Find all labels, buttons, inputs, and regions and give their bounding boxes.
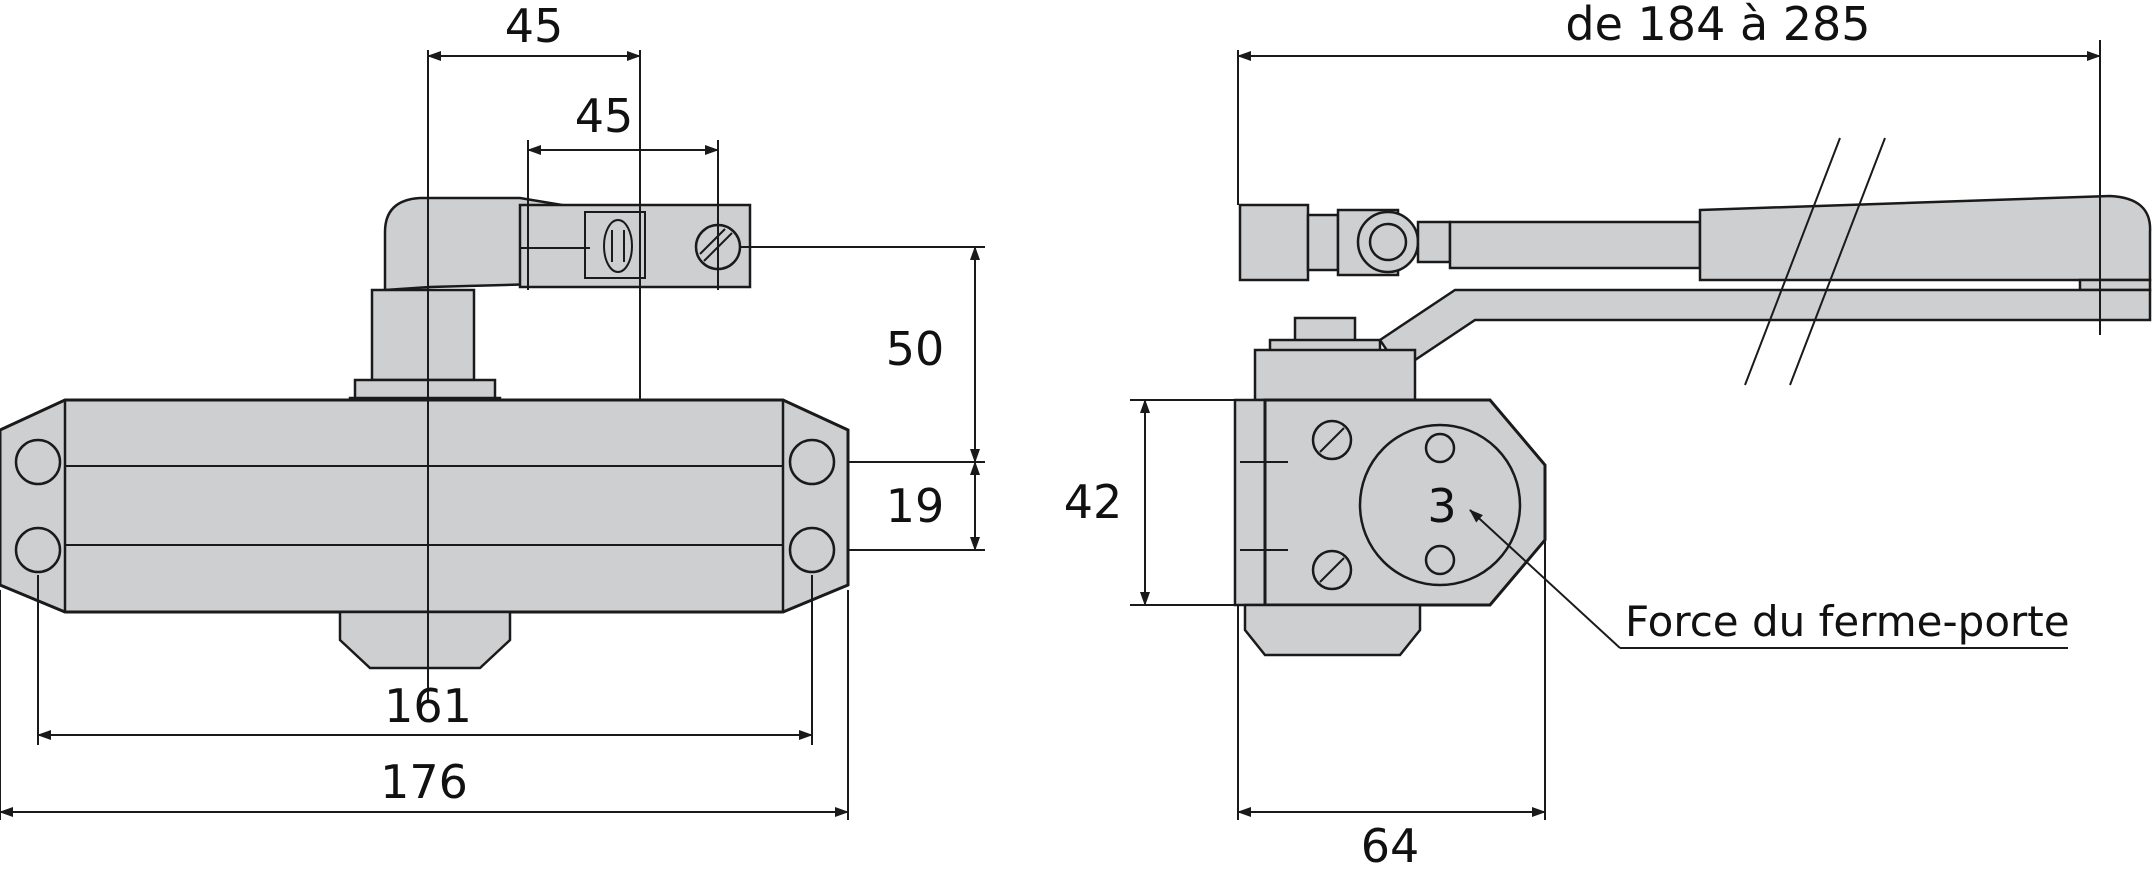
force-adjust-dial-icon xyxy=(1358,423,1522,587)
front-body xyxy=(0,398,850,614)
dim-total-length: 176 xyxy=(380,755,468,809)
front-view: 45 45 50 19 161 176 xyxy=(0,0,985,820)
front-bottom-cap xyxy=(338,610,512,670)
dim-hole-spacing: 19 xyxy=(886,479,945,533)
side-body: 3 xyxy=(1233,398,1547,607)
force-value: 3 xyxy=(1427,479,1456,533)
dim-depth: 64 xyxy=(1361,819,1420,868)
dim-height-arm: 50 xyxy=(886,322,945,376)
dim-arm-offset: 45 xyxy=(505,0,564,53)
side-view: 3 de 184 à 285 42 64 Force du ferme-port… xyxy=(1064,0,2152,873)
mount-hole-icon xyxy=(14,438,62,486)
force-label: Force du ferme-porte xyxy=(1625,597,2070,646)
dim-height: 42 xyxy=(1064,475,1123,529)
dim-hole-span: 161 xyxy=(384,679,472,733)
front-arm xyxy=(383,196,752,292)
dim-bracket: 45 xyxy=(575,89,634,143)
side-upper-arm xyxy=(1238,194,2152,292)
side-lower-arm xyxy=(1378,288,2152,372)
mount-hole-icon xyxy=(788,438,836,486)
dim-arm-range: de 184 à 285 xyxy=(1565,0,1870,51)
front-pinion xyxy=(348,288,502,410)
side-bottom-cap xyxy=(1243,603,1422,657)
mount-hole-icon xyxy=(788,526,836,574)
mount-hole-icon xyxy=(14,526,62,574)
